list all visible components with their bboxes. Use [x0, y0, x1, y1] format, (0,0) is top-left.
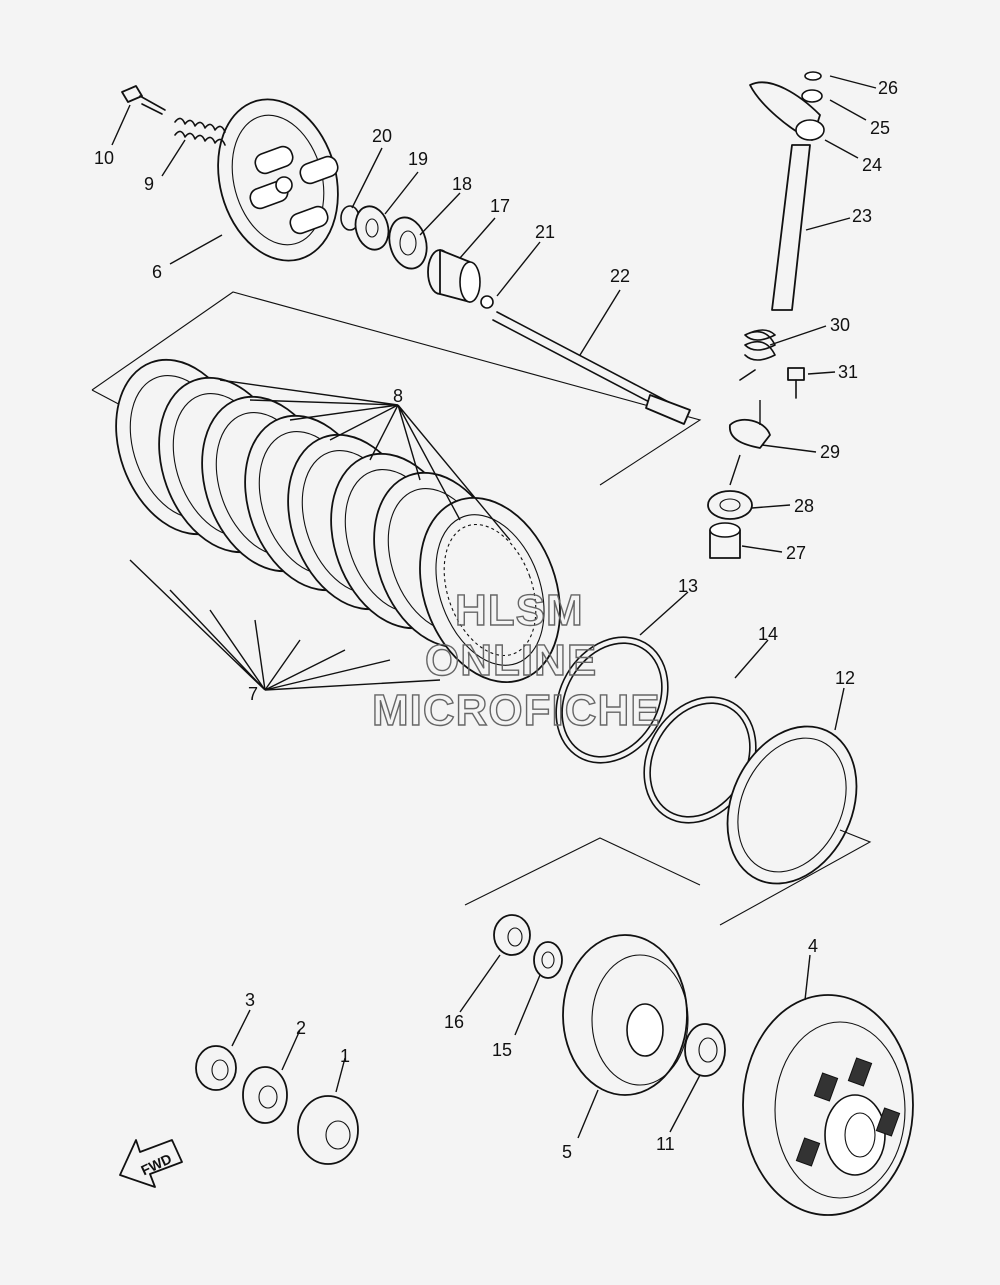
- clutch-plate: [419, 497, 561, 683]
- callout-6: 6: [152, 262, 162, 282]
- callout-3: 3: [245, 990, 255, 1010]
- oil-seal: [707, 490, 753, 520]
- callout-31: 31: [838, 362, 858, 382]
- callout-22: 22: [610, 266, 630, 286]
- callout-29: 29: [820, 442, 840, 462]
- callout-17: 17: [490, 196, 510, 216]
- watermark: HLSM ONLINE MICROFICHE: [371, 585, 661, 735]
- callout-14: 14: [758, 624, 778, 644]
- callout-25: 25: [870, 118, 890, 138]
- friction-plate: [726, 725, 858, 885]
- shaft-bolt: [787, 367, 805, 399]
- thrust-washer: [493, 914, 531, 956]
- fwd-marker: FWD: [119, 1139, 183, 1188]
- shaft-spring: [739, 329, 776, 381]
- callout-7: 7: [248, 684, 258, 704]
- push-rod: [492, 311, 691, 425]
- callout-24: 24: [862, 155, 882, 175]
- callout-4: 4: [808, 936, 818, 956]
- lock-plate: [242, 1066, 288, 1124]
- callout-5: 5: [562, 1142, 572, 1162]
- clutch-spring: [174, 117, 226, 146]
- push-rod-piece: [427, 249, 481, 303]
- callout-23: 23: [852, 206, 872, 226]
- washer: [354, 205, 390, 251]
- callout-12: 12: [835, 668, 855, 688]
- clutch-bolt: [121, 85, 166, 115]
- callout-28: 28: [794, 496, 814, 516]
- callout-19: 19: [408, 149, 428, 169]
- nut: [195, 1045, 237, 1091]
- callout-8: 8: [393, 386, 403, 406]
- lock-washer: [533, 941, 563, 979]
- callout-leaders: [111, 75, 877, 1139]
- callout-labels: 1 2 3 4 5 6 7 8 9 10 11 12 13 14 15 16 1…: [94, 78, 898, 1162]
- pressure-plate: [217, 98, 339, 262]
- push-lever-shaft: [749, 71, 825, 311]
- spline-washer: [684, 1023, 726, 1077]
- callout-2: 2: [296, 1018, 306, 1038]
- callout-26: 26: [878, 78, 898, 98]
- steel-ball: [480, 295, 494, 309]
- o-ring: [555, 636, 669, 764]
- direction-arrow-icon: [119, 1139, 183, 1188]
- callout-9: 9: [144, 174, 154, 194]
- watermark-line-2: ONLINE: [425, 636, 597, 685]
- clutch-plate-stack: [115, 358, 561, 683]
- callout-18: 18: [452, 174, 472, 194]
- callout-16: 16: [444, 1012, 464, 1032]
- callout-20: 20: [372, 126, 392, 146]
- shaft-plate: [729, 418, 771, 449]
- callout-27: 27: [786, 543, 806, 563]
- watermark-line-3: MICROFICHE: [372, 686, 661, 735]
- callout-11: 11: [656, 1134, 675, 1154]
- gear-collar: [297, 1095, 359, 1165]
- plate-leader-lines: [129, 379, 511, 691]
- hub-bracket: [464, 829, 872, 926]
- callout-15: 15: [492, 1040, 512, 1060]
- clutch-boss: [562, 934, 689, 1096]
- thrust-bearing: [388, 216, 428, 270]
- callout-13: 13: [678, 576, 698, 596]
- watermark-line-1: HLSM: [455, 586, 584, 635]
- callout-21: 21: [535, 222, 555, 242]
- shaft-bushing: [709, 522, 741, 559]
- callout-10: 10: [94, 148, 114, 168]
- clutch-housing: [742, 994, 914, 1216]
- callout-1: 1: [340, 1046, 350, 1066]
- callout-30: 30: [830, 315, 850, 335]
